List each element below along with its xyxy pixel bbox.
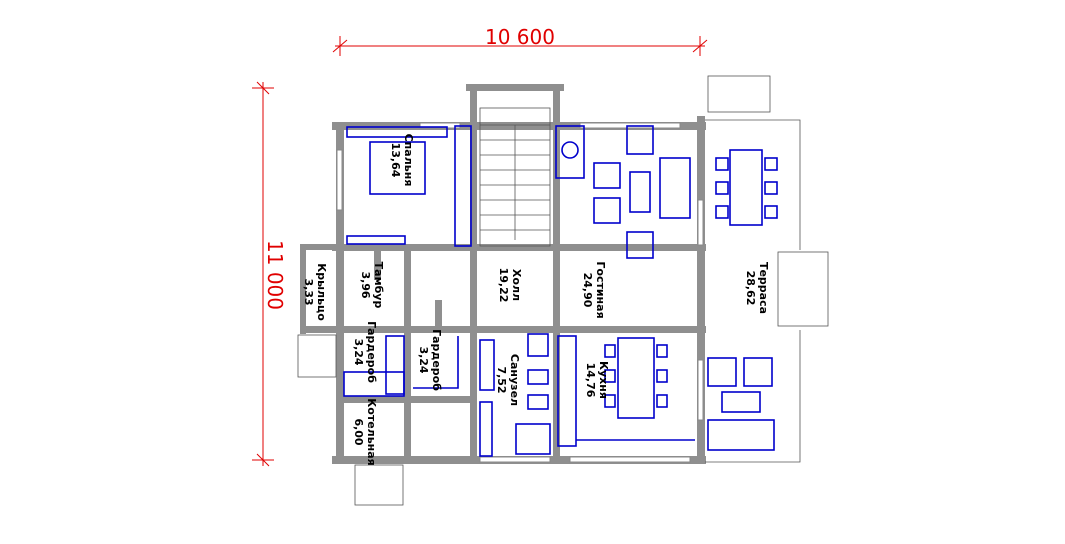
room-label-wardrobe-2: Гардероб3,24	[417, 329, 443, 391]
height-label: 11 000	[263, 240, 287, 310]
room-label-wardrobe-1: Гардероб3,24	[352, 321, 378, 383]
terrace-railing	[297, 75, 829, 506]
walls	[300, 84, 706, 464]
terrace-table	[729, 149, 763, 226]
staircase[interactable]	[479, 107, 551, 247]
kitchen-table	[617, 337, 655, 419]
room-label-kitchen: Кухня14,76	[584, 361, 610, 399]
room-label-hall: Холл19,22	[497, 268, 523, 303]
wardrobe	[454, 125, 472, 247]
dimension-height: 11 000	[252, 81, 287, 467]
room-label-boiler-room: Котельная6,00	[352, 398, 378, 465]
shower	[515, 423, 551, 455]
width-label: 10 600	[485, 25, 555, 49]
room-label-bathroom: Санузел7,52	[495, 354, 521, 406]
bed	[369, 141, 426, 195]
sofa	[659, 157, 691, 219]
room-label-bedroom: Спальня13,64	[389, 134, 415, 187]
room-label-vestibule: Тамбур3,96	[359, 262, 385, 309]
furniture	[343, 125, 778, 457]
room-labels: Спальня13,64 Холл19,22 Гостиная24,90 Тер…	[302, 134, 770, 466]
room-label-terrace: Терраса28,62	[744, 262, 770, 314]
room-label-porch: Крыльцо3,33	[302, 263, 328, 321]
terrace-sofa	[707, 419, 775, 451]
dimension-width: 10 600	[332, 25, 708, 56]
room-label-living: Гостиная24,90	[581, 261, 607, 318]
